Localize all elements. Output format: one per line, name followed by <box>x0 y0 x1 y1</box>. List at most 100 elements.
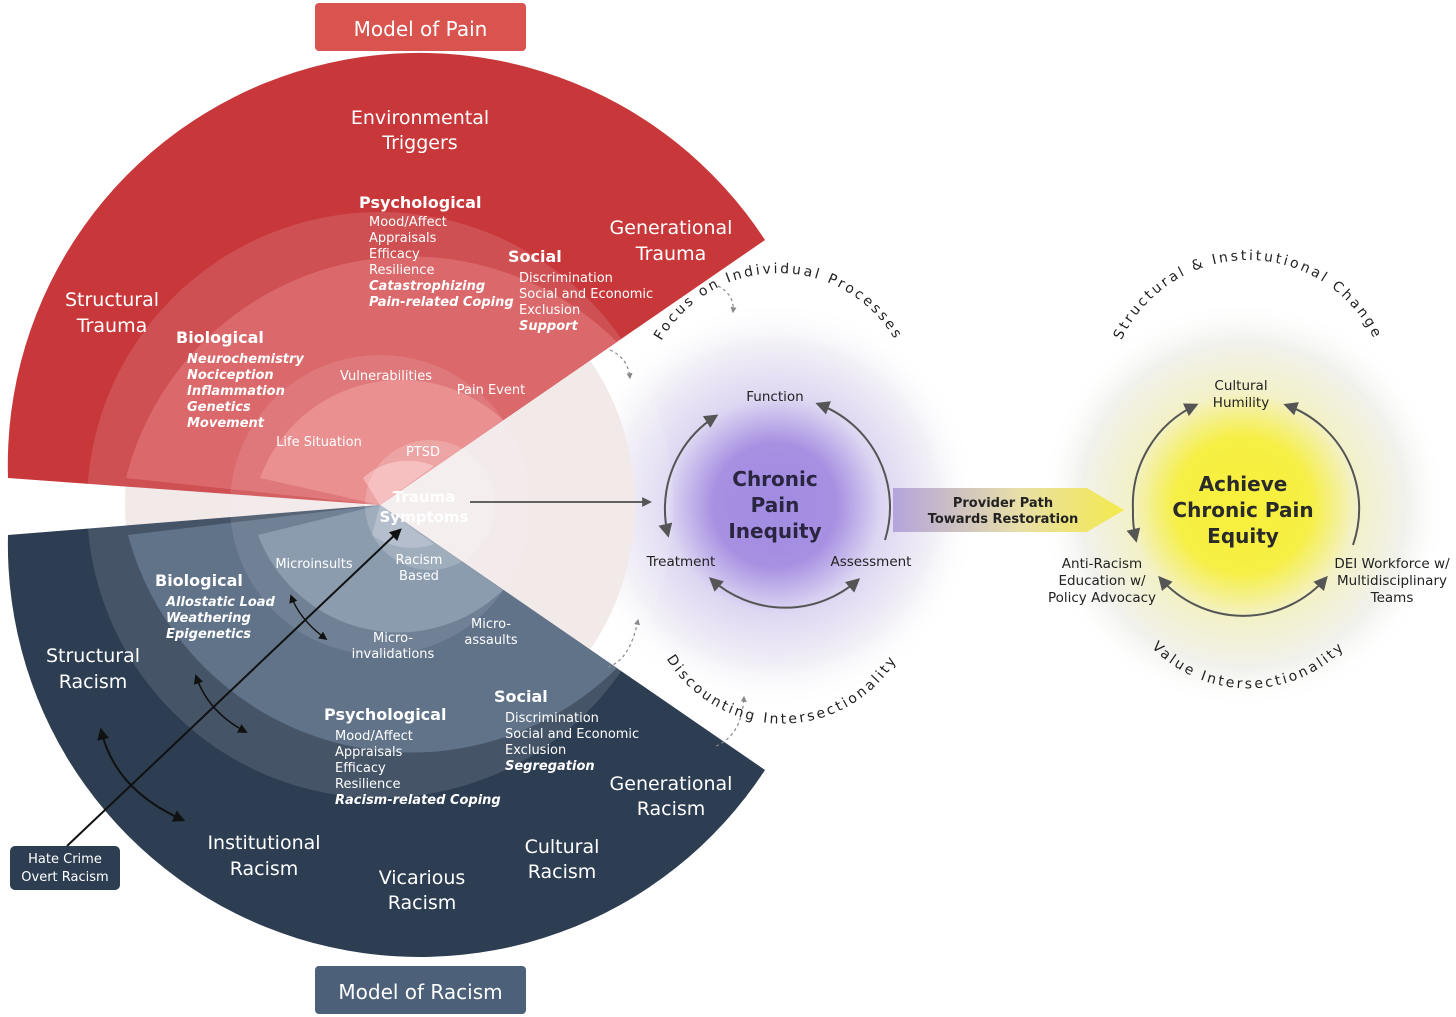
ptsd-label: PTSD <box>406 445 440 460</box>
microinvalidations-line2: invalidations <box>352 647 435 662</box>
equity-title-line3: Equity <box>1207 524 1279 548</box>
cycle-arrow <box>1283 402 1361 546</box>
pain-mid-sector <box>126 256 617 505</box>
pain-social-item: Discrimination <box>519 271 613 286</box>
generational-trauma-line1: Generational <box>610 217 733 239</box>
anti-racism-line2: Education w/ <box>1058 573 1146 589</box>
hate-crime-line2: Overt Racism <box>21 870 108 885</box>
model-of-pain-box: Model of Pain <box>315 3 526 51</box>
microassaults-line1: Micro- <box>471 617 511 632</box>
structural-trauma-line1: Structural <box>65 289 159 311</box>
model-of-racism-box: Model of Racism <box>315 966 526 1014</box>
inequity-title-line1: Chronic <box>732 467 817 491</box>
hate-crime-line1: Hate Crime <box>28 852 102 867</box>
pain-psych-emphasis: Catastrophizing <box>369 279 485 294</box>
microinsults-arrow <box>289 594 328 640</box>
pain-bio-emphasis: Nociception <box>187 368 274 383</box>
cycle-arrow <box>658 504 673 538</box>
cycle-arrow <box>664 414 719 506</box>
pain-fan <box>7 52 766 506</box>
hate-crime-box: Hate Crime Overt Racism <box>10 846 120 890</box>
structural-institutional-arrow <box>97 727 186 822</box>
pain-bio-emphasis: Neurochemistry <box>187 352 304 367</box>
environmental-triggers-line2: Triggers <box>381 132 457 154</box>
pain-social-item: Exclusion <box>519 303 580 318</box>
pain-bio-emphasis: Inflammation <box>187 384 285 399</box>
racism-social-item: Discrimination <box>505 711 599 726</box>
structural-trauma-line2: Trauma <box>76 315 147 337</box>
institutional-racism-line2: Racism <box>230 858 299 880</box>
pain-event-label: Pain Event <box>457 383 525 398</box>
overlay-ring-mid <box>87 212 673 798</box>
generational-racism-line2: Racism <box>637 798 706 820</box>
pain-social-heading: Social <box>508 247 562 266</box>
racism-psych-emphasis: Racism-related Coping <box>335 793 501 808</box>
racism-core-sector <box>372 505 434 548</box>
environmental-triggers-line1: Environmental <box>351 107 489 129</box>
pain-social-item: Social and Economic <box>519 287 653 302</box>
inequity-title-line3: Inequity <box>728 519 821 543</box>
cycle-arrow <box>708 577 861 609</box>
pain-psych-item: Mood/Affect <box>369 215 447 230</box>
provider-path-line1: Provider Path <box>953 496 1053 511</box>
life-situation-label: Life Situation <box>276 435 362 450</box>
inequity-glow <box>570 300 980 710</box>
vicarious-racism-line1: Vicarious <box>379 867 466 889</box>
dei-line2: Multidisciplinary <box>1337 573 1447 589</box>
microinvalidations-line1: Micro- <box>373 631 413 646</box>
cycle-arrow <box>1126 509 1141 543</box>
racism-psych-item: Resilience <box>335 777 400 792</box>
pain-psych-item: Appraisals <box>369 231 437 246</box>
cycle-arrow <box>1158 575 1328 617</box>
provider-path-arrow: Provider Path Towards Restoration <box>893 488 1124 532</box>
racism-social-heading: Social <box>494 687 548 706</box>
anti-racism-line1: Anti-Racism <box>1062 556 1142 572</box>
racism-bio-emphasis: Weathering <box>166 611 251 626</box>
cultural-humility-line2: Humility <box>1213 395 1269 411</box>
pain-bio-emphasis: Genetics <box>187 400 251 415</box>
racism-bio-emphasis: Allostatic Load <box>165 595 276 610</box>
pain-bio-emphasis: Movement <box>187 416 265 431</box>
pain-inner-sector <box>260 379 503 505</box>
assessment-label: Assessment <box>831 554 912 570</box>
racism-social-emphasis: Segregation <box>505 759 595 774</box>
generational-racism-line1: Generational <box>610 773 733 795</box>
microassaults-line2: assaults <box>464 633 517 648</box>
inequity-title-line2: Pain <box>751 493 800 517</box>
overlay-ring-inner <box>230 355 530 655</box>
racism-biological-heading: Biological <box>155 571 243 590</box>
vicarious-racism-line2: Racism <box>388 892 457 914</box>
pain-psychological-heading: Psychological <box>359 193 481 212</box>
function-label: Function <box>746 389 803 405</box>
pain-biological-heading: Biological <box>176 328 264 347</box>
generational-trauma-line2: Trauma <box>635 243 706 265</box>
dei-line1: DEI Workforce w/ <box>1334 556 1450 572</box>
biological-psychological-arrow <box>193 674 248 733</box>
pain-psych-emphasis: Pain-related Coping <box>369 295 514 310</box>
dotted-connector <box>607 618 640 668</box>
pain-psych-item: Resilience <box>369 263 434 278</box>
pain-social-emphasis: Support <box>519 319 579 334</box>
equity-glow <box>1038 300 1448 710</box>
equity-title-line2: Chronic Pain <box>1172 498 1313 522</box>
pain-psych-item: Efficacy <box>369 247 420 262</box>
dei-line3: Teams <box>1370 590 1414 606</box>
racism-based-line2: Based <box>399 569 439 584</box>
dotted-connector <box>717 285 737 314</box>
racism-social-item: Exclusion <box>505 743 566 758</box>
anti-racism-line3: Policy Advocacy <box>1048 590 1156 606</box>
equity-title-line1: Achieve <box>1199 472 1288 496</box>
structural-racism-line1: Structural <box>46 645 140 667</box>
cycle-arrow <box>815 401 891 541</box>
racism-bio-emphasis: Epigenetics <box>166 627 251 642</box>
racism-psych-item: Mood/Affect <box>335 729 413 744</box>
cycle-arrow <box>1131 403 1199 511</box>
racism-based-line1: Racism <box>396 553 443 568</box>
vulnerabilities-label: Vulnerabilities <box>340 369 432 384</box>
model-of-pain-title: Model of Pain <box>354 17 488 41</box>
trauma-symptoms-line1: Trauma <box>393 488 456 506</box>
racism-psychological-heading: Psychological <box>324 705 446 724</box>
pain-core-sector <box>363 460 434 505</box>
model-of-racism-title: Model of Racism <box>338 980 502 1004</box>
